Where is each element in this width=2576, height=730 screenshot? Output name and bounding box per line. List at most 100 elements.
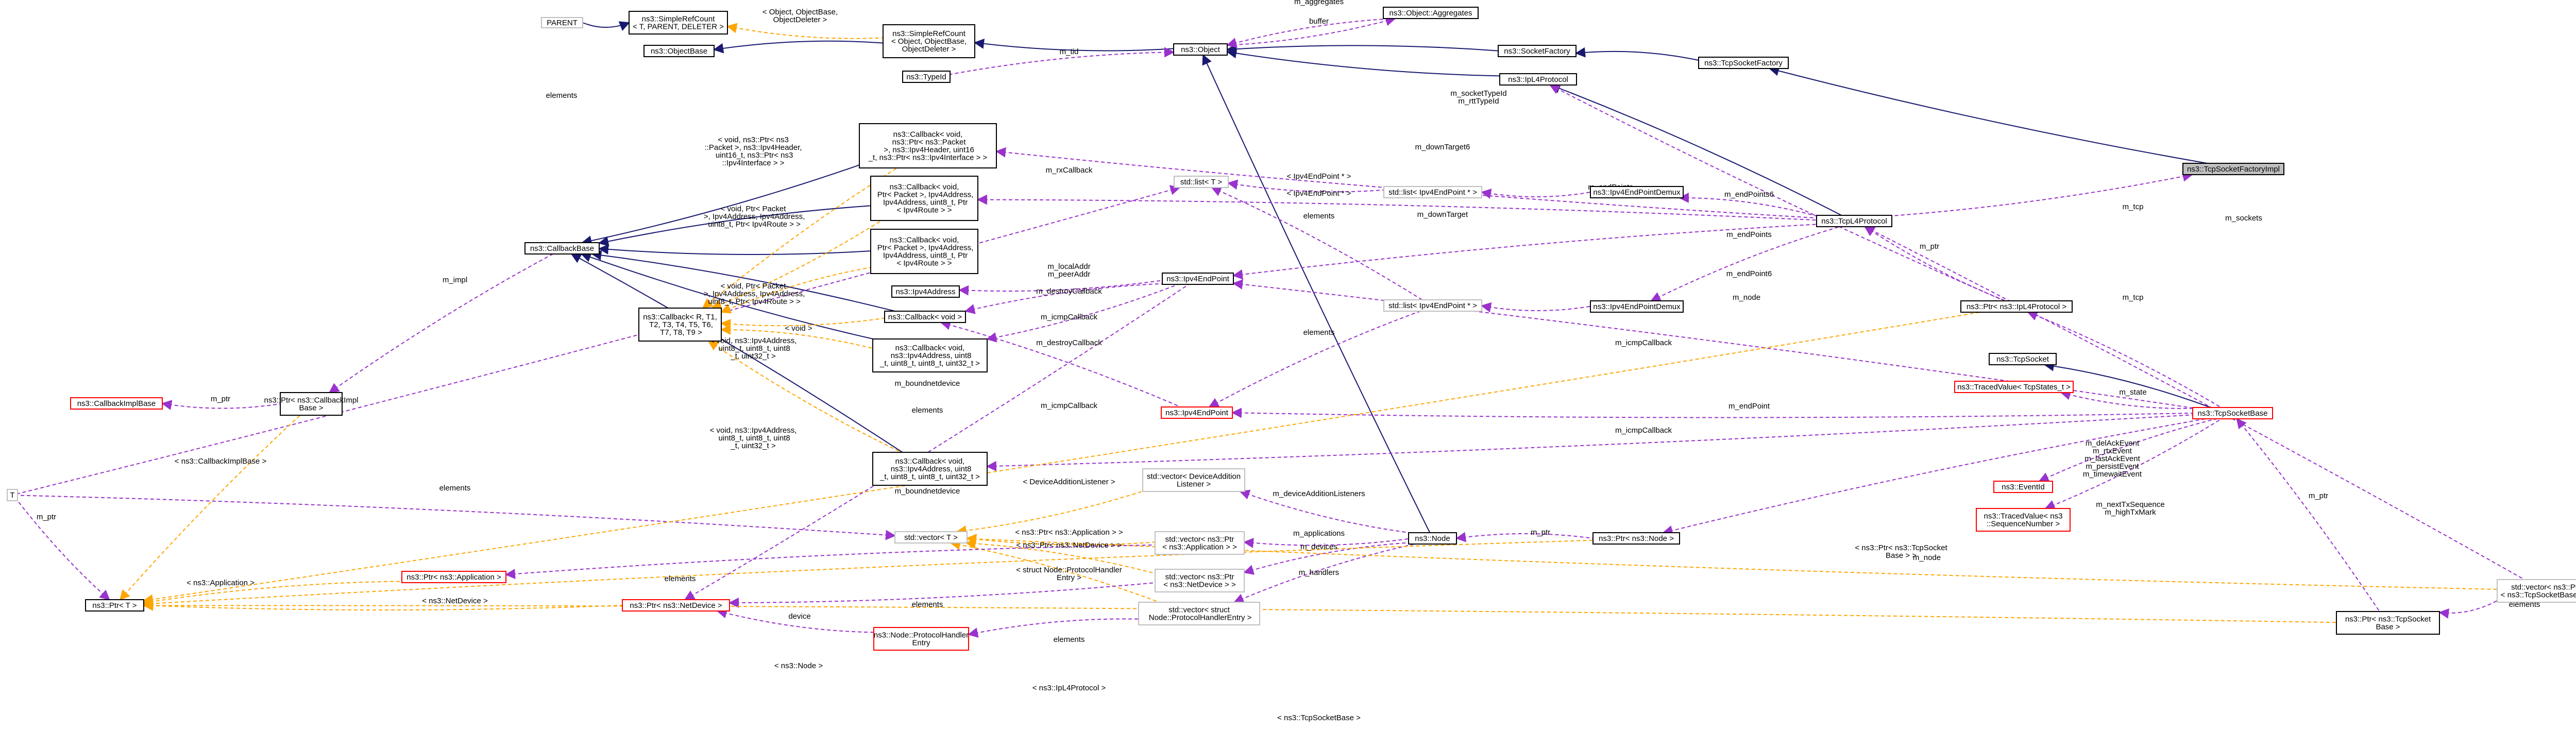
class-node-cb-icmp2[interactable]: ns3::Callback< void, ns3::Ipv4Address, u… [872,452,988,486]
edge-use-stdvector_netdev-node [1243,542,1409,575]
class-node-aggregates[interactable]: ns3::Object::Aggregates [1383,7,1479,19]
node-label: ns3::Ptr< T > [92,601,137,610]
edge-use-ipv4epdemux2-tcpl4protocol [1650,226,1840,302]
class-node-node[interactable]: ns3::Node [1408,532,1457,545]
class-node-ipv4epdemux2[interactable]: ns3::Ipv4EndPointDemux [1590,300,1684,313]
class-node-socketfactory[interactable]: ns3::SocketFactory [1498,45,1577,57]
node-label: ns3::TcpL4Protocol [1821,217,1887,226]
class-node-tcpsocket[interactable]: ns3::TcpSocket [1989,353,2057,365]
node-box [638,308,722,342]
class-node-tcpl4protocol[interactable]: ns3::TcpL4Protocol [1816,215,1892,227]
class-node-objectbase[interactable]: ns3::ObjectBase [643,45,715,57]
edge-inherit-callbackbase-cb_rx [581,164,860,246]
edge-use-ipv4endpoint2-tcpsocketbase [1231,408,2193,418]
class-node-ptr-app[interactable]: ns3::Ptr< ns3::Application > [401,571,506,583]
class-node-ipl4protocol[interactable]: ns3::IpL4Protocol [1499,73,1577,86]
edge-label-lbl-buffer: buffer [1309,17,1329,26]
edge-inherit-callbackbase-cb_void [591,250,895,312]
node-box [1173,43,1228,56]
class-node-ptr-netdev[interactable]: ns3::Ptr< ns3::NetDevice > [622,599,730,612]
class-node-cb-generic[interactable]: ns3::Callback< R, T1, T2, T3, T4, T5, T6… [638,308,722,342]
node-label: ns3::Ipv4EndPoint [1166,275,1230,283]
class-node-ipv4epdemux1[interactable]: ns3::Ipv4EndPointDemux [1590,186,1684,198]
node-label: ns3::ObjectBase [651,47,707,56]
node-label: ns3::Ptr< ns3::IpL4Protocol > [1967,302,2067,311]
edge-label-lbl-elements-phe: elements [912,600,943,609]
edge-label-lbl-cbicmp-tpl1: < void, ns3::Ipv4Address, uint8_t, uint8… [710,336,797,361]
class-node-stdvector-app[interactable]: std::vector< ns3::Ptr< ns3::Application … [1155,531,1245,555]
class-node-cb-void[interactable]: ns3::Callback< void > [884,311,966,323]
edge-use-cb_icmp1-ipv4endpoint1 [986,284,1178,343]
class-node-ptr-t[interactable]: ns3::Ptr< T > [85,599,144,612]
class-node-typeid[interactable]: ns3::TypeId [902,71,951,83]
class-node-ptr-node[interactable]: ns3::Ptr< ns3::Node > [1592,532,1680,545]
edge-inherit-callbackbase-cb_down1 [598,205,871,247]
class-node-stdvector-phentry[interactable]: std::vector< struct Node::ProtocolHandle… [1138,602,1260,625]
edge-label-lbl-state: m_state [2119,388,2146,397]
node-label: std::list< Ipv4EndPoint * > [1388,188,1477,197]
class-node-t-param[interactable]: T [7,489,18,501]
class-node-stdvector-netdev[interactable]: std::vector< ns3::Ptr< ns3::NetDevice > … [1155,569,1245,592]
edge-label-lbl-elements-phe2: elements [1054,635,1085,644]
class-node-callbackbase[interactable]: ns3::CallbackBase [524,242,600,254]
node-label: ns3::TcpSocketBase [2198,409,2268,418]
node-box [1590,186,1684,198]
node-box [1161,406,1233,419]
class-node-ipv4address[interactable]: ns3::Ipv4Address [891,285,960,298]
class-node-eventid[interactable]: ns3::EventId [1993,481,2053,493]
node-label: ns3::Ipv4EndPointDemux [1593,302,1681,311]
class-node-cb-down1[interactable]: ns3::Callback< void, Ptr< Packet >, Ipv4… [870,176,978,221]
edge-inherit-callbackbase-cb_down2 [598,244,871,256]
class-node-stdvector-t[interactable]: std::vector< T > [894,531,968,544]
class-node-simplerefcount-t[interactable]: ns3::SimpleRefCount< T, PARENT, DELETER … [629,11,728,35]
class-node-callbackimplbase[interactable]: ns3::CallbackImplBase [70,397,163,410]
class-node-tcpsocketbase[interactable]: ns3::TcpSocketBase [2192,407,2273,419]
class-node-ipv4endpoint1[interactable]: ns3::Ipv4EndPoint [1162,273,1234,285]
node-box [1592,532,1680,545]
edge-label-lbl-netdevice-tpl: < ns3::NetDevice > [422,597,488,605]
node-box [7,489,18,501]
class-node-cb-rx[interactable]: ns3::Callback< void, ns3::Ptr< ns3::Pack… [859,123,997,168]
class-node-stdlist-ep2[interactable]: std::list< Ipv4EndPoint * > [1383,299,1482,312]
node-box [1383,7,1479,19]
class-node-ptr-ipl4[interactable]: ns3::Ptr< ns3::IpL4Protocol > [1960,300,2073,313]
class-node-object[interactable]: ns3::Object [1173,43,1228,56]
class-node-simplerefcount-obj[interactable]: ns3::SimpleRefCount< Object, ObjectBase,… [883,24,975,58]
class-node-stdlist-ep1[interactable]: std::list< Ipv4EndPoint * > [1383,186,1482,198]
edge-use-callbackimplbase-ptr_cbimpl [161,400,281,410]
class-node-stdlist-t[interactable]: std::list< T > [1174,176,1229,188]
class-node-stdvector-ptrtcpsock[interactable]: std::vector< ns3::Ptr< ns3::TcpSocketBas… [2497,579,2576,603]
edge-use-ipv4address-ipv4endpoint1 [958,280,1163,296]
node-box [2497,579,2576,603]
class-node-tcpsocketfactory[interactable]: ns3::TcpSocketFactory [1698,57,1789,69]
edge-inherit-simplerefcount_obj-object [974,38,1174,52]
class-node-parent[interactable]: PARENT [541,17,583,28]
edge-use-stdvector_t-t_param [17,495,896,540]
node-label: ns3::Callback< void, ns3::Ptr< ns3::Pack… [868,130,988,162]
node-label: ns3::IpL4Protocol [1508,75,1568,84]
edge-label-lbl-cbicmp-tpl2: < void, ns3::Ipv4Address, uint8_t, uint8… [710,426,797,450]
node-label: ns3::Object::Aggregates [1389,9,1472,18]
node-label: ns3::SimpleRefCount< T, PARENT, DELETER … [633,15,724,31]
edge-tmpl-ptr_t-ptr_node [143,539,1594,609]
edge-use-ptr_node-tcpsocketbase [1662,418,2206,536]
node-label: ns3::TracedValue< ns3::SequenceNumber > [1984,512,2062,529]
edge-inherit-tcpsocketfactory-tcpsocketfactoryimpl [1768,65,2208,164]
node-label: std::list< T > [1180,178,1222,186]
class-node-tracedvalue-seq[interactable]: ns3::TracedValue< ns3::SequenceNumber > [1976,508,2071,532]
edge-use-ptr_tcpsocketbase-stdvector_ptrtcpsock [2438,600,2498,619]
edge-label-lbl-cbdown-tpl2: < void, Ptr< Packet >, Ipv4Address, Ipv4… [702,282,805,306]
class-node-tcpsocketfactoryimpl[interactable]: ns3::TcpSocketFactoryImpl [2182,163,2284,175]
node-box [1960,300,2073,313]
class-node-tracedvalue-tcpstates[interactable]: ns3::TracedValue< TcpStates_t > [1954,381,2074,393]
edge-label-lbl-cbrx-tpl: < void, ns3::Ptr< ns3::Packet >, ns3::Ip… [705,135,802,167]
class-node-cb-icmp1[interactable]: ns3::Callback< void, ns3::Ipv4Address, u… [872,338,988,372]
class-node-ipv4endpoint2[interactable]: ns3::Ipv4EndPoint [1161,406,1233,419]
class-node-cb-down2[interactable]: ns3::Callback< void, Ptr< Packet >, Ipv4… [870,229,978,274]
